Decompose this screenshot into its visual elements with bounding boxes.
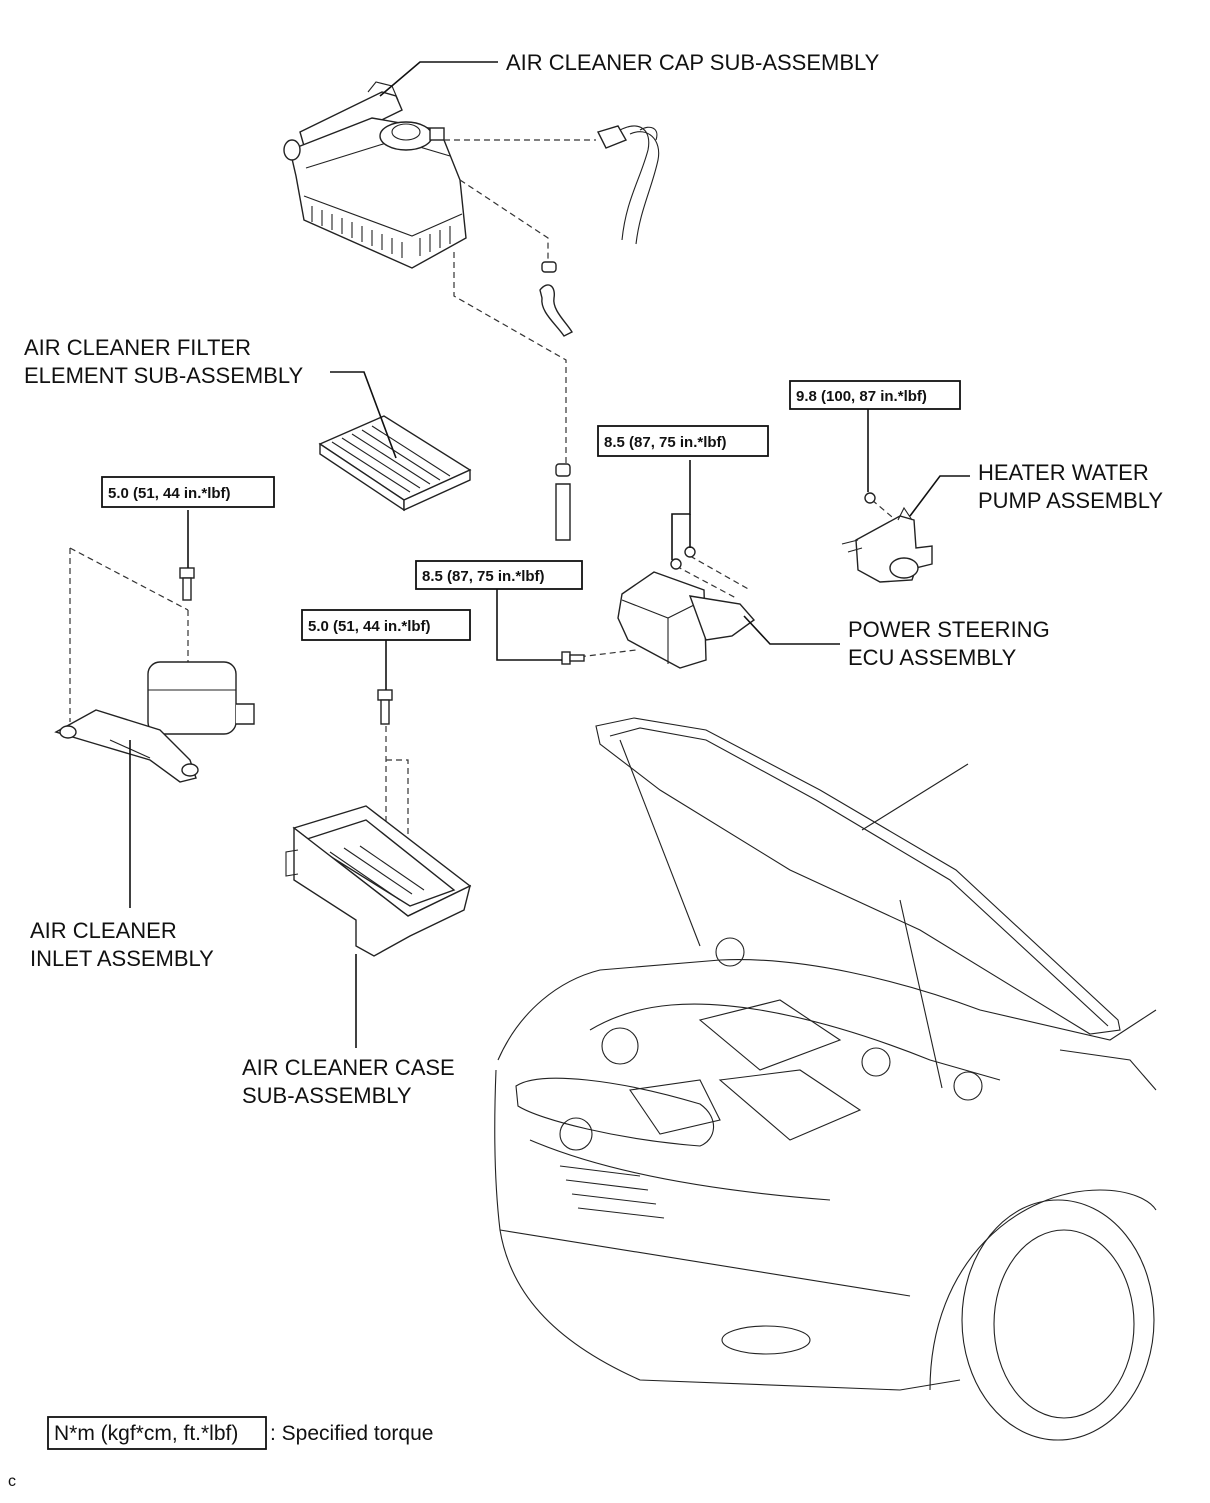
power-steering-ecu-drawing: [617, 571, 756, 669]
label-inlet-line1: AIR CLEANER: [30, 918, 177, 943]
torque-box-heater-pump: 9.8 (100, 87 in.*lbf): [789, 380, 961, 410]
torque-case-bolt-text: 5.0 (51, 44 in.*lbf): [308, 618, 431, 635]
label-case-line2: SUB-ASSEMBLY: [242, 1083, 412, 1108]
torque-inlet-bolt-text: 5.0 (51, 44 in.*lbf): [108, 485, 231, 502]
label-ps-ecu-line1: POWER STEERING: [848, 617, 1050, 642]
label-ps-ecu-line2: ECU ASSEMBLY: [848, 645, 1017, 670]
bolts-drawing: [179, 492, 876, 725]
vehicle-front-outline: [494, 717, 1157, 1441]
legend-unit-box-text: N*m (kgf*cm, ft.*lbf): [54, 1422, 238, 1445]
leader-lines: [129, 61, 970, 1048]
air-cleaner-case-drawing: [285, 805, 472, 957]
air-cleaner-cap-drawing: [283, 81, 467, 269]
torque-legend: N*m (kgf*cm, ft.*lbf) : Specified torque: [47, 1416, 433, 1450]
torque-box-ecu-nut: 8.5 (87, 75 in.*lbf): [597, 425, 769, 457]
wire-harness-connector-drawing: [597, 125, 660, 245]
label-case-line1: AIR CLEANER CASE: [242, 1055, 455, 1080]
label-filter-element-line2: ELEMENT SUB-ASSEMBLY: [24, 363, 303, 388]
label-heater-pump-line1: HEATER WATER: [978, 460, 1149, 485]
label-air-cleaner-cap: AIR CLEANER CAP SUB-ASSEMBLY: [506, 50, 880, 75]
label-heater-pump-line2: PUMP ASSEMBLY: [978, 488, 1163, 513]
torque-box-inlet-bolt: 5.0 (51, 44 in.*lbf): [101, 476, 275, 508]
torque-box-case-bolt: 5.0 (51, 44 in.*lbf): [301, 609, 471, 641]
torque-ecu-nut-text: 8.5 (87, 75 in.*lbf): [604, 434, 727, 451]
torque-box-ecu-bolt: 8.5 (87, 75 in.*lbf): [415, 560, 583, 590]
legend-description: : Specified torque: [270, 1422, 433, 1445]
torque-heater-pump-text: 9.8 (100, 87 in.*lbf): [796, 388, 927, 405]
heater-water-pump-drawing: [841, 506, 933, 583]
torque-ecu-bolt-text: 8.5 (87, 75 in.*lbf): [422, 568, 545, 585]
corner-mark: c: [8, 1473, 16, 1490]
label-filter-element-line1: AIR CLEANER FILTER: [24, 335, 251, 360]
hose-clamp-drawing: [539, 261, 573, 541]
air-cleaner-inlet-drawing: [54, 661, 255, 783]
label-inlet-line2: INLET ASSEMBLY: [30, 946, 214, 971]
filter-element-drawing: [318, 415, 472, 512]
